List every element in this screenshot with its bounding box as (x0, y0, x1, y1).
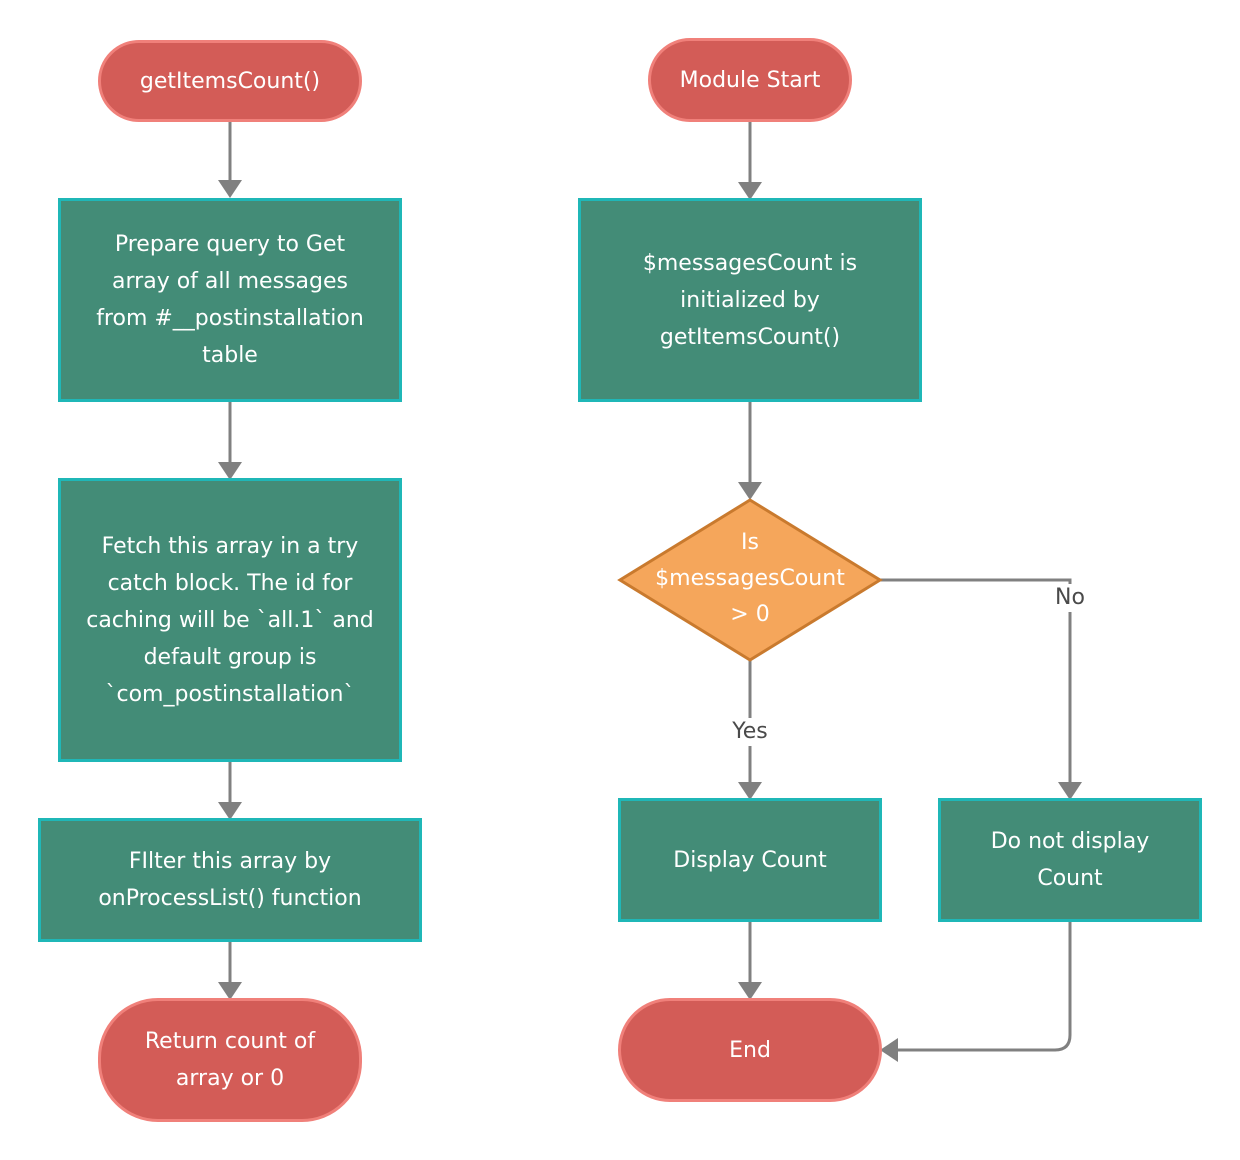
arrowhead (218, 180, 242, 198)
arrowhead (218, 802, 242, 820)
arrowhead (880, 1038, 898, 1062)
process-fetch-array-label: Fetch this array in a try catch block. T… (86, 533, 374, 707)
process-messages-count-init: $messagesCount is initialized by getItem… (578, 198, 922, 402)
terminal-get-items-count-label: getItemsCount() (139, 68, 321, 94)
edge-label-yes: Yes (718, 718, 782, 746)
process-messages-count-init-label: $messagesCount is initialized by getItem… (642, 250, 858, 350)
edge-label-no: No (1044, 584, 1096, 612)
terminal-end-label: End (729, 1037, 771, 1063)
arrowhead (738, 982, 762, 1000)
arrowhead (1058, 782, 1082, 800)
process-fetch-array: Fetch this array in a try catch block. T… (58, 478, 402, 762)
terminal-module-start-label: Module Start (679, 67, 821, 93)
arrowhead (738, 482, 762, 500)
process-display-count: Display Count (618, 798, 882, 922)
arrowhead (738, 182, 762, 200)
process-do-not-display: Do not display Count (938, 798, 1202, 922)
terminal-return-count-label: Return count of array or 0 (144, 1029, 316, 1091)
process-display-count-label: Display Count (673, 847, 827, 873)
decision-diamond (617, 498, 883, 662)
terminal-return-count: Return count of array or 0 (98, 998, 362, 1122)
terminal-end: End (618, 998, 882, 1102)
process-prepare-query-label: Prepare query to Get array of all messag… (96, 232, 364, 368)
terminal-get-items-count: getItemsCount() (98, 40, 362, 122)
arrowhead (218, 982, 242, 1000)
connector-nodisplay-to-end (898, 920, 1072, 1052)
process-prepare-query: Prepare query to Get array of all messag… (58, 198, 402, 402)
process-filter-array: FIlter this array by onProcessList() fun… (38, 818, 422, 942)
arrowhead (218, 462, 242, 480)
terminal-module-start: Module Start (648, 38, 852, 122)
arrowhead (738, 782, 762, 800)
connector-decision-no (880, 578, 1072, 782)
process-filter-array-label: FIlter this array by onProcessList() fun… (98, 849, 362, 911)
decision-label: Is $messagesCount > 0 (655, 530, 845, 627)
process-do-not-display-label: Do not display Count (990, 829, 1150, 891)
